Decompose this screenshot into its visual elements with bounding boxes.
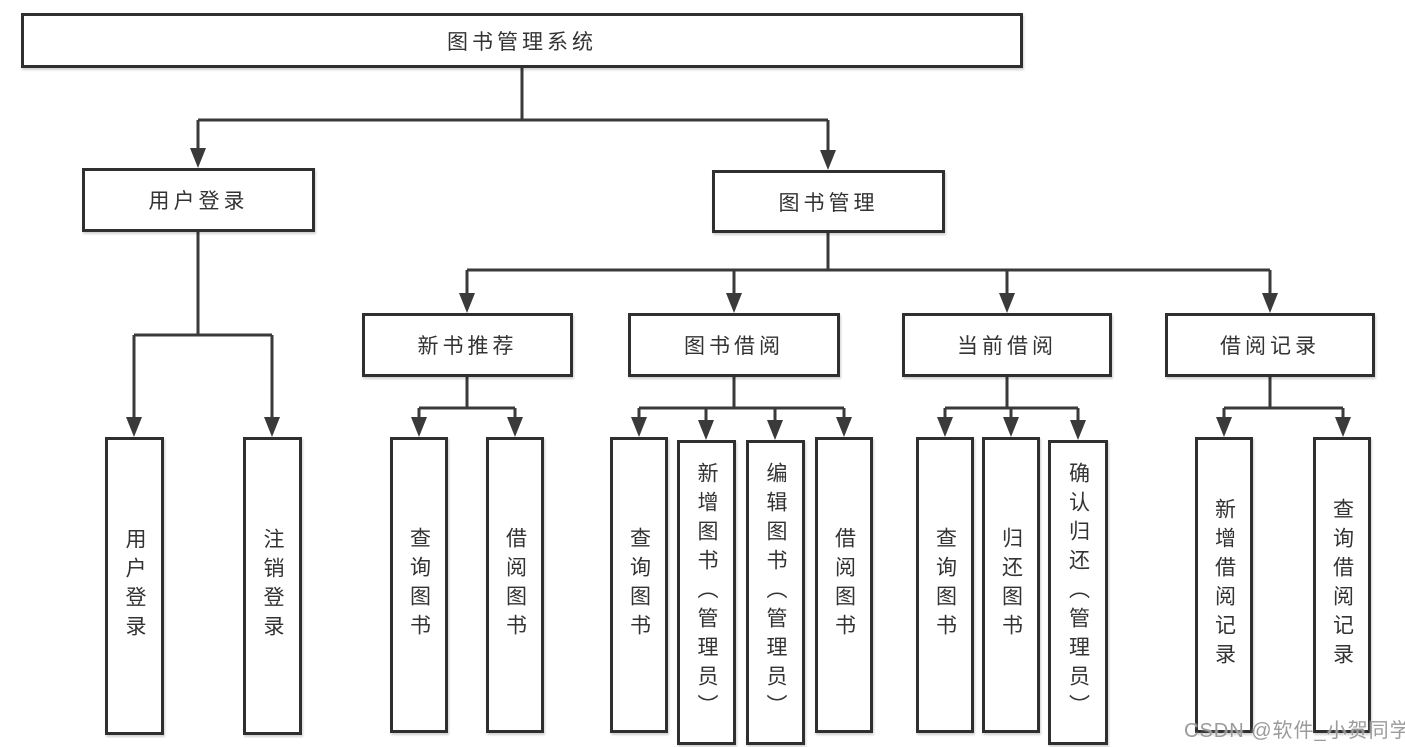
- arrow-down-icon: [836, 417, 852, 437]
- leaf-borrow-book-recommend: 借阅图书: [486, 437, 544, 733]
- leaf-query-book-recommend: 查询图书: [390, 437, 448, 733]
- leaf-confirm-return-admin: 确认归还（管理员）: [1048, 440, 1108, 745]
- leaf-label: 编辑图书（管理员）: [764, 462, 787, 723]
- leaf-query-current-borrow: 查询图书: [916, 437, 974, 733]
- arrow-down-icon: [631, 417, 647, 437]
- leaf-label: 用户登录: [123, 528, 146, 644]
- leaf-label: 查询图书: [933, 527, 957, 643]
- arrow-down-icon: [698, 420, 714, 440]
- arrow-down-icon: [1216, 417, 1232, 437]
- arrow-down-icon: [767, 420, 783, 440]
- leaf-label: 新增图书（管理员）: [695, 462, 718, 723]
- leaf-user-login: 用户登录: [105, 437, 164, 735]
- leaf-label: 确认归还（管理员）: [1066, 462, 1090, 723]
- leaf-label: 查询图书: [407, 527, 431, 643]
- arrow-down-icon: [126, 417, 142, 437]
- arrow-down-icon: [1003, 417, 1019, 437]
- leaf-add-book-admin: 新增图书（管理员）: [677, 440, 736, 745]
- leaf-borrow-book: 借阅图书: [815, 437, 873, 733]
- node-label: 用户登录: [148, 190, 249, 213]
- arrow-down-icon: [264, 417, 280, 437]
- arrow-down-icon: [1262, 293, 1278, 313]
- node-book-borrow: 图书借阅: [628, 313, 840, 377]
- leaf-label: 借阅图书: [503, 527, 527, 643]
- node-label: 图书管理: [778, 191, 879, 215]
- leaf-edit-book-admin: 编辑图书（管理员）: [746, 440, 805, 745]
- node-user-login: 用户登录: [82, 168, 315, 232]
- arrow-down-icon: [999, 293, 1015, 313]
- arrow-down-icon: [507, 417, 523, 437]
- arrow-down-icon: [459, 293, 475, 313]
- arrow-down-icon: [411, 417, 427, 437]
- node-current-borrow: 当前借阅: [902, 313, 1112, 377]
- leaf-query-book-borrow: 查询图书: [610, 437, 668, 733]
- leaf-add-borrow-record: 新增借阅记录: [1195, 437, 1253, 733]
- arrow-down-icon: [726, 293, 742, 313]
- node-label: 借阅记录: [1220, 335, 1320, 358]
- arrow-down-icon: [820, 150, 836, 170]
- arrow-down-icon: [1070, 420, 1086, 440]
- node-library-management-system: 图书管理系统: [21, 13, 1023, 68]
- leaf-label: 查询借阅记录: [1330, 498, 1354, 672]
- leaf-label: 借阅图书: [832, 527, 856, 643]
- arrow-down-icons: [126, 148, 1351, 440]
- arrow-down-icon: [190, 148, 206, 168]
- leaf-logout: 注销登录: [243, 437, 302, 735]
- leaf-return-book: 归还图书: [982, 437, 1040, 733]
- node-label: 图书借阅: [684, 335, 784, 358]
- node-label: 当前借阅: [957, 335, 1057, 358]
- connector-segments: [132, 68, 1345, 424]
- arrow-down-icon: [937, 417, 953, 437]
- node-borrow-record: 借阅记录: [1165, 313, 1375, 377]
- csdn-watermark: CSDN @软件_小贺同学: [1184, 720, 1405, 742]
- leaf-query-borrow-record: 查询借阅记录: [1313, 437, 1371, 733]
- leaf-label: 注销登录: [261, 528, 284, 644]
- leaf-label: 新增借阅记录: [1212, 498, 1236, 672]
- node-book-management: 图书管理: [712, 170, 945, 233]
- leaf-label: 归还图书: [999, 527, 1023, 643]
- leaf-label: 查询图书: [627, 527, 651, 643]
- node-label: 新书推荐: [417, 335, 518, 358]
- arrow-down-icon: [1335, 417, 1351, 437]
- node-label: 图书管理系统: [447, 30, 597, 54]
- node-new-book-recommend: 新书推荐: [362, 313, 573, 377]
